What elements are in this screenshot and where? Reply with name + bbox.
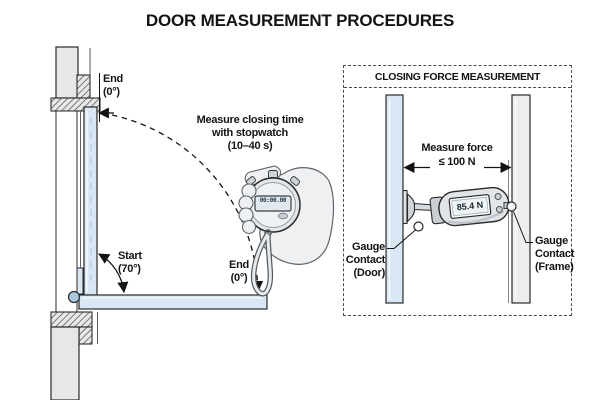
page-title: DOOR MEASUREMENT PROCEDURES [145, 11, 455, 30]
closing-force-panel-header: CLOSING FORCE MEASUREMENT [344, 66, 571, 88]
frame-bar [508, 94, 531, 304]
stopwatch-button-oval [278, 212, 288, 220]
closing-force-panel-title: CLOSING FORCE MEASUREMENT [374, 70, 541, 83]
door-closed-position [76, 106, 98, 296]
frame-hatch-top-v [76, 74, 91, 100]
label-measure-force: Measure force ≤ 100 N [421, 142, 493, 168]
stopwatch-icon [245, 170, 301, 233]
label-end-bottom: End (0°) [228, 259, 250, 284]
closing-force-art [385, 94, 533, 304]
stopwatch-pusher-right [289, 176, 301, 186]
label-gauge-contact-door: Gauge Contact (Door) [345, 241, 385, 279]
label-start-angle: Start (70°) [118, 250, 142, 275]
gauge-ball-contact [506, 201, 517, 212]
door-bar [385, 94, 404, 304]
label-measure-closing-time: Measure closing time with stopwatch (10–… [196, 114, 304, 152]
door-open-position [78, 294, 268, 310]
hand-with-stopwatch [238, 165, 335, 297]
label-gauge-contact-frame: Gauge Contact (Frame) [535, 235, 575, 273]
hand-finger [238, 207, 254, 223]
gauge-body-group [429, 186, 510, 227]
gauge-button [495, 205, 503, 213]
closing-force-panel: CLOSING FORCE MEASUREMENT [343, 65, 572, 316]
frame-hatch-bottom-v [78, 326, 93, 345]
door-contact-point [413, 221, 424, 232]
start-angle-arc [98, 253, 129, 294]
force-gauge [402, 186, 517, 232]
label-end-top: End (0°) [103, 73, 124, 98]
gauge-button [494, 193, 502, 201]
leader-line-door-contact [387, 229, 417, 249]
stopwatch-display-value: 00:00.00 [259, 197, 287, 204]
frame-hatch-bottom-h [50, 311, 93, 328]
door-hinge [67, 290, 81, 304]
wall-frame-section [50, 46, 101, 400]
stopwatch-lcd [254, 195, 292, 212]
hand-finger [241, 219, 257, 235]
leader-line-frame-contact [513, 211, 533, 243]
